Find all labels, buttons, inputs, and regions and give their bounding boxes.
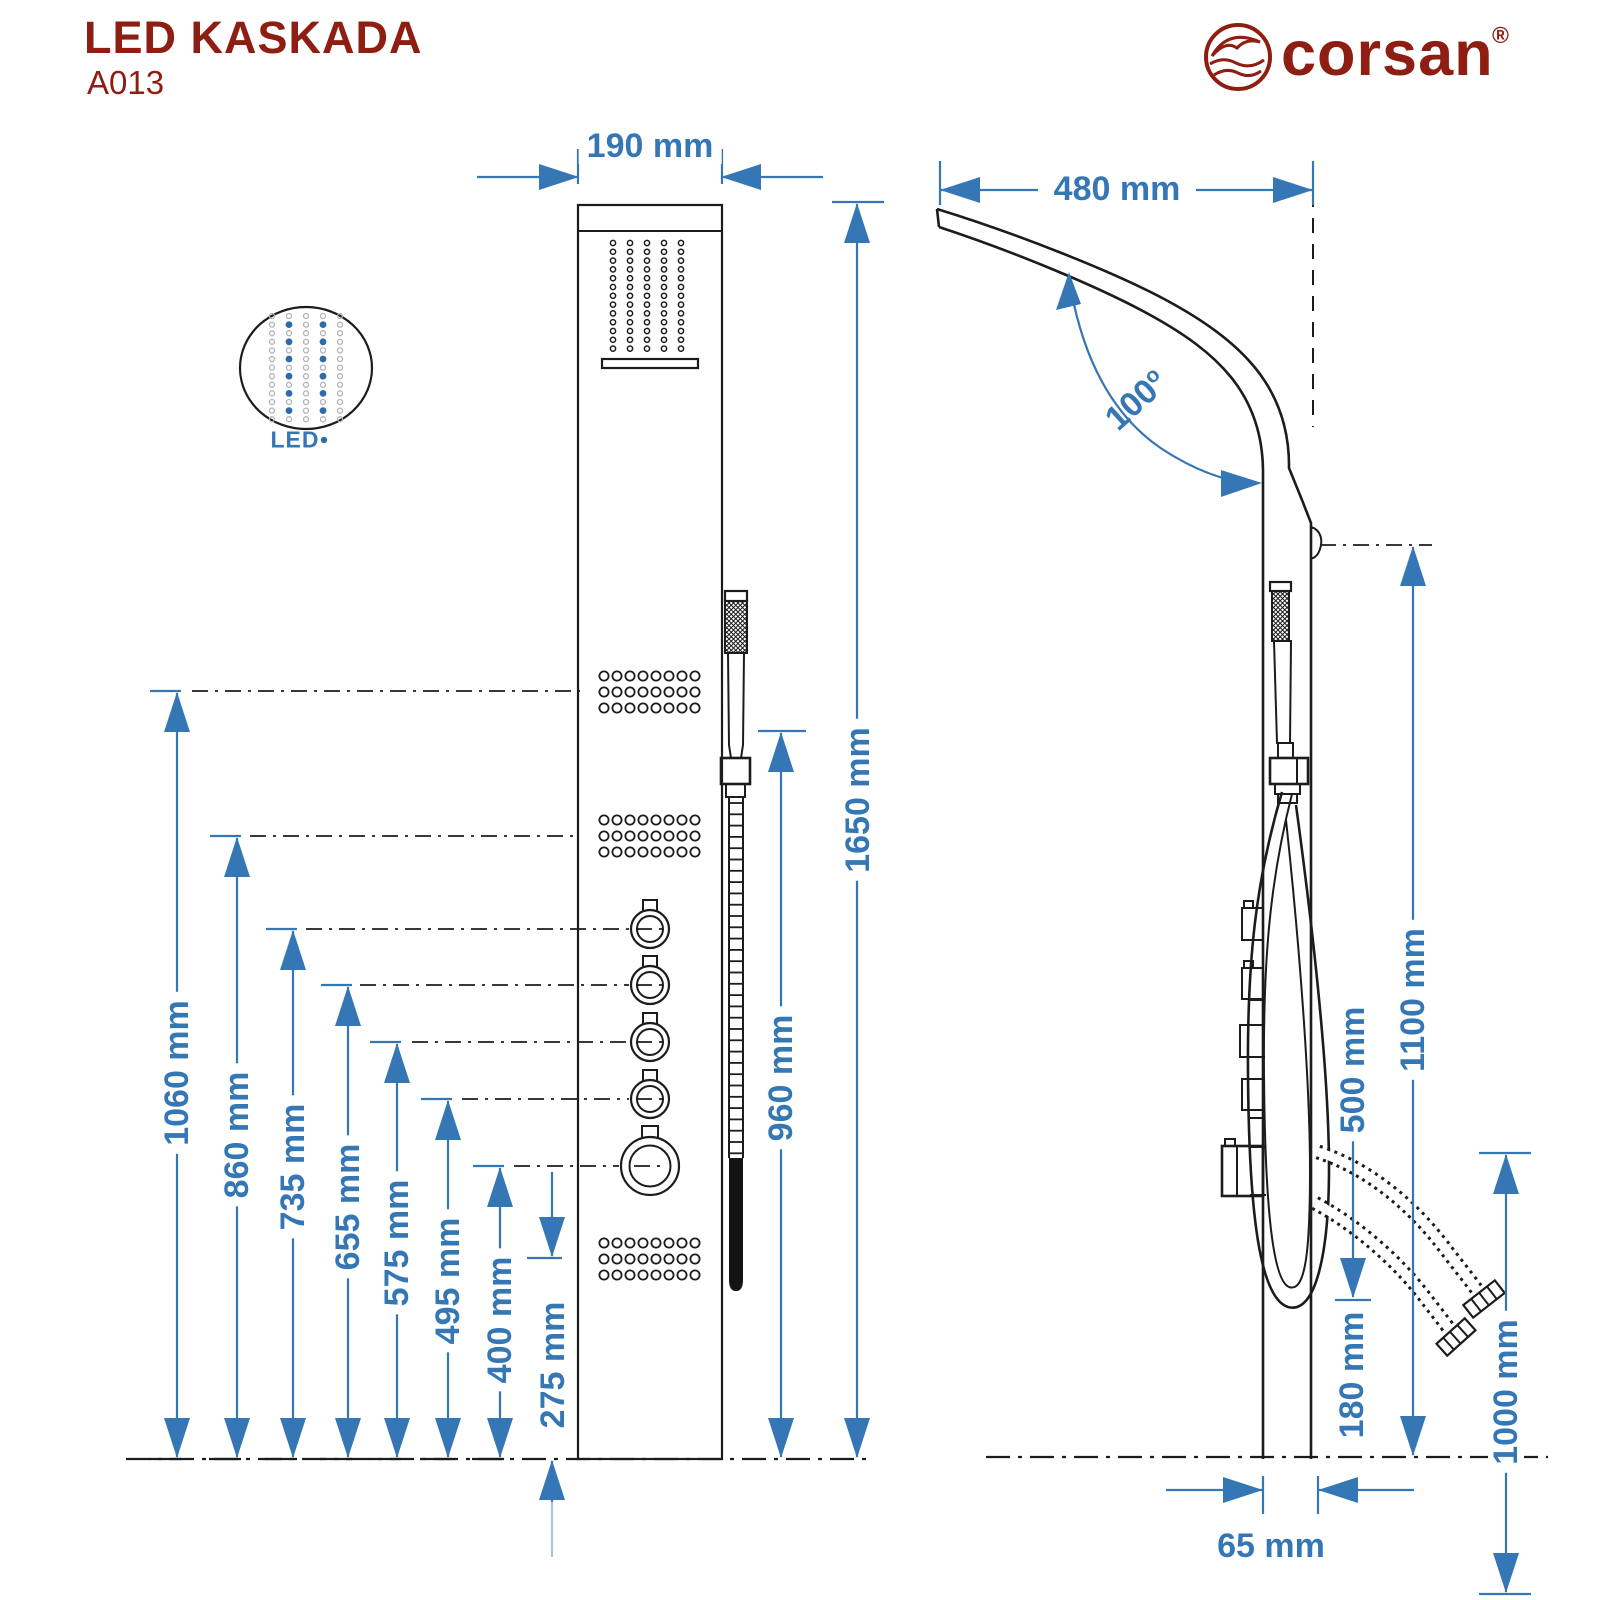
wall-bracket-hook: [1310, 526, 1323, 560]
body-jets-lower: [598, 1237, 701, 1281]
led-detail: [238, 305, 374, 444]
led-dots: [285, 321, 327, 414]
dim-hose-length: 500 mm: [1334, 998, 1372, 1142]
body-jets-middle: [598, 814, 701, 858]
side-panel-inner-edge: [938, 225, 1265, 1459]
dim-base-depth: 65 mm: [1209, 1528, 1333, 1564]
hand-shower-front: [719, 589, 752, 1291]
product-title: LED KASKADA: [84, 12, 423, 63]
product-code: A013: [87, 64, 165, 101]
registered-mark: ®: [1492, 22, 1509, 48]
rain-head-lip: [600, 357, 700, 370]
dim-upper-height: 1100 mm: [1394, 920, 1432, 1080]
dim-height-400: 400 mm: [481, 1248, 519, 1392]
led-label: LED: [270, 426, 320, 453]
dim-front-height: 1650 mm: [839, 719, 877, 881]
front-panel-outline: [576, 203, 724, 1461]
hose-loop-side: [1246, 791, 1331, 1309]
hand-shower-side: [1268, 580, 1310, 804]
dim-height-655: 655 mm: [329, 1135, 367, 1279]
hose-fitting-lower: [1434, 1316, 1478, 1358]
dim-height-860: 860 mm: [218, 1063, 256, 1207]
dim-side-depth: 480 mm: [1045, 171, 1189, 207]
hose-end: [729, 1158, 743, 1291]
dim-height-495: 495 mm: [429, 1209, 467, 1353]
dim-hand-shower-height: 960 mm: [762, 1006, 800, 1150]
side-view: [935, 166, 1548, 1459]
feature-leaders: [192, 690, 666, 1167]
front-view: [126, 203, 874, 1461]
dim-outlet-height: 180 mm: [1333, 1303, 1371, 1447]
shower-hose-front: [729, 802, 743, 1155]
side-knobs: [1220, 900, 1265, 1198]
body-jets-upper: [598, 670, 701, 714]
dim-height-275: 275 mm: [534, 1293, 572, 1437]
brand-wave-icon: [1204, 23, 1272, 91]
dim-height-735: 735 mm: [274, 1095, 312, 1239]
side-dimensions: [938, 161, 1531, 1596]
dim-front-width: 190 mm: [578, 128, 722, 164]
dim-height-575: 575 mm: [378, 1171, 416, 1315]
side-panel-outer-edge: [936, 207, 1313, 1459]
dim-connection-height: 1000 mm: [1487, 1311, 1525, 1473]
dim-height-1060: 1060 mm: [158, 992, 196, 1154]
rain-head-nozzles: [609, 239, 685, 352]
brand-name: corsan: [1281, 19, 1494, 89]
